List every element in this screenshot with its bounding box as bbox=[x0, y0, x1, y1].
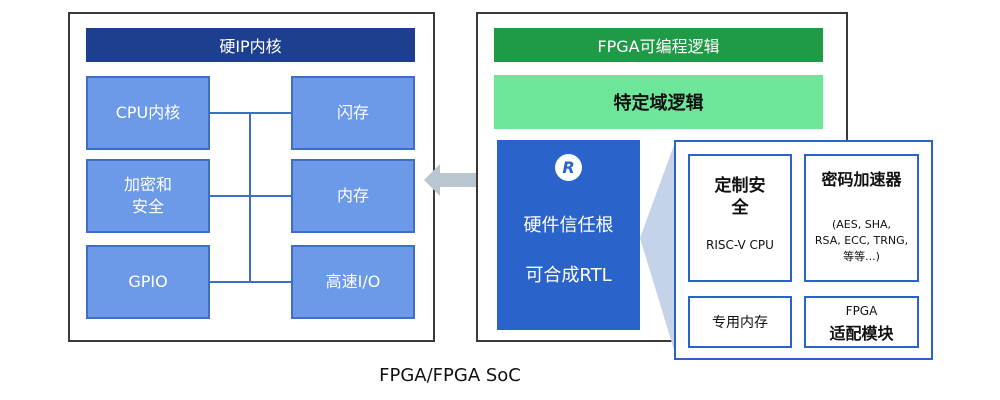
crypto-accelerator-title: 密码加速器 bbox=[821, 170, 902, 189]
crypto-security-block: 加密和 安全 bbox=[86, 159, 210, 233]
fpga-adapter-top: FPGA bbox=[845, 304, 878, 318]
fpga-logic-header: FPGA可编程逻辑 bbox=[494, 28, 823, 62]
bus-connectors bbox=[210, 112, 291, 283]
dedicated-memory-block: 专用内存 bbox=[688, 296, 792, 348]
rot-subtitle: 可合成RTL bbox=[525, 265, 612, 286]
rot-detail-box: 定制安 全 RISC-V CPU 密码加速器 (AES, SHA, RSA, E… bbox=[674, 140, 933, 360]
crypto-accelerator-block: 密码加速器 (AES, SHA, RSA, ECC, TRNG, 等等...) bbox=[804, 154, 919, 282]
hardware-root-of-trust-block: R 硬件信任根 可合成RTL bbox=[497, 140, 640, 330]
memory-block: 内存 bbox=[291, 159, 415, 233]
hard-ip-panel: 硬IP内核 CPU内核 加密和 安全 GPIO 闪存 内存 高速I/O bbox=[68, 12, 435, 342]
fpga-adapter-title: 适配模块 bbox=[829, 324, 894, 343]
crypto-algorithm-list: (AES, SHA, RSA, ECC, TRNG, 等等...) bbox=[814, 218, 909, 263]
custom-security-title: 定制安 全 bbox=[714, 175, 766, 218]
rambus-logo-icon: R bbox=[555, 154, 582, 181]
hard-ip-header: 硬IP内核 bbox=[86, 28, 415, 62]
domain-logic-block: 特定域逻辑 bbox=[494, 75, 823, 129]
rot-title: 硬件信任根 bbox=[523, 215, 614, 236]
gpio-block: GPIO bbox=[86, 245, 210, 319]
risc-v-cpu-label: RISC-V CPU bbox=[706, 238, 774, 252]
cpu-core-block: CPU内核 bbox=[86, 76, 210, 150]
figure-caption: FPGA/FPGA SoC bbox=[379, 364, 521, 386]
bidirectional-arrow-icon bbox=[424, 164, 496, 196]
fpga-adapter-block: FPGA 适配模块 bbox=[804, 296, 919, 348]
flash-block: 闪存 bbox=[291, 76, 415, 150]
high-speed-io-block: 高速I/O bbox=[291, 245, 415, 319]
custom-security-block: 定制安 全 RISC-V CPU bbox=[688, 154, 792, 282]
